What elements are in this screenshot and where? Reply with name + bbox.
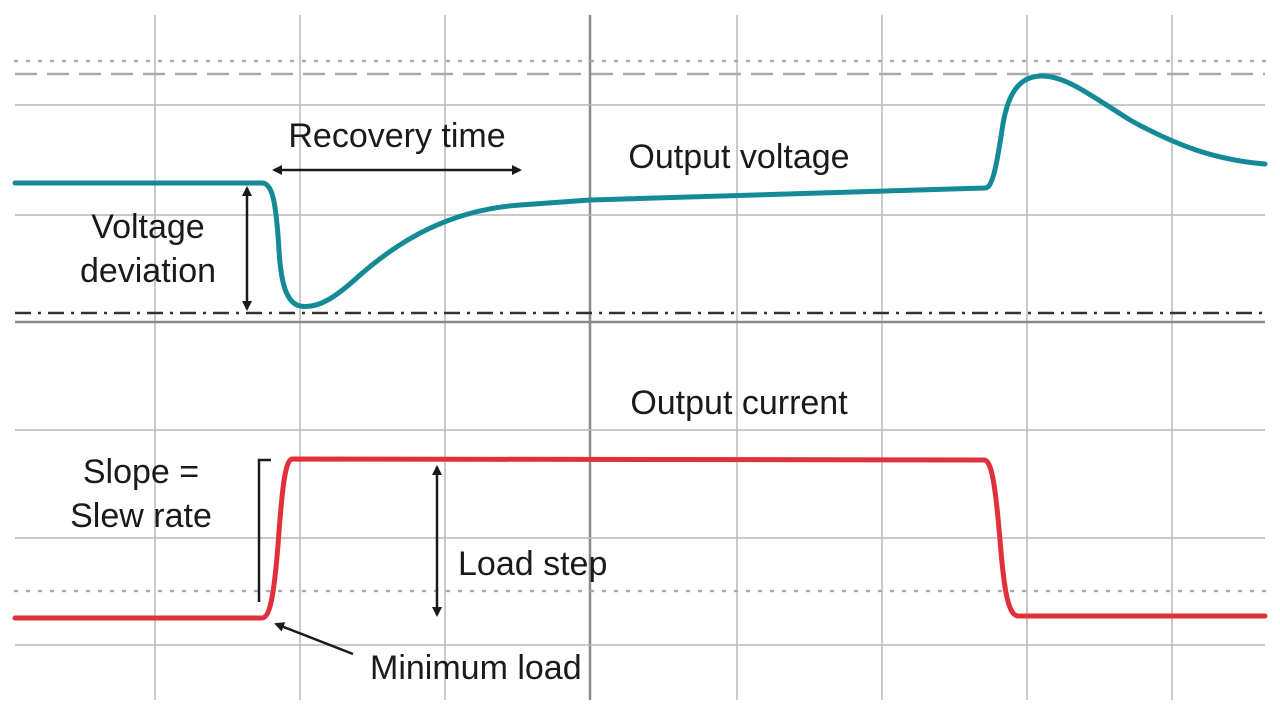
recovery-time-label: Recovery time xyxy=(288,117,505,155)
output-current-label: Output current xyxy=(630,384,848,422)
minimum-load-label: Minimum load xyxy=(370,649,582,687)
labels: Recovery time Output voltage Voltage dev… xyxy=(70,117,849,687)
minimum-load-pointer xyxy=(274,622,354,656)
slope-bracket xyxy=(257,458,271,602)
annotations xyxy=(242,165,522,656)
slope-label-line1: Slope = xyxy=(83,453,199,491)
grid xyxy=(15,15,1265,700)
output-current-trace xyxy=(12,456,1268,621)
load-step-label: Load step xyxy=(458,545,607,583)
output-voltage-label: Output voltage xyxy=(628,138,849,176)
slope-label-line2: Slew rate xyxy=(70,497,212,535)
voltage-deviation-label-line1: Voltage xyxy=(91,208,204,246)
output-voltage-trace xyxy=(12,73,1268,309)
reference-lines xyxy=(13,59,1267,593)
voltage-deviation-label-line2: deviation xyxy=(80,252,216,290)
